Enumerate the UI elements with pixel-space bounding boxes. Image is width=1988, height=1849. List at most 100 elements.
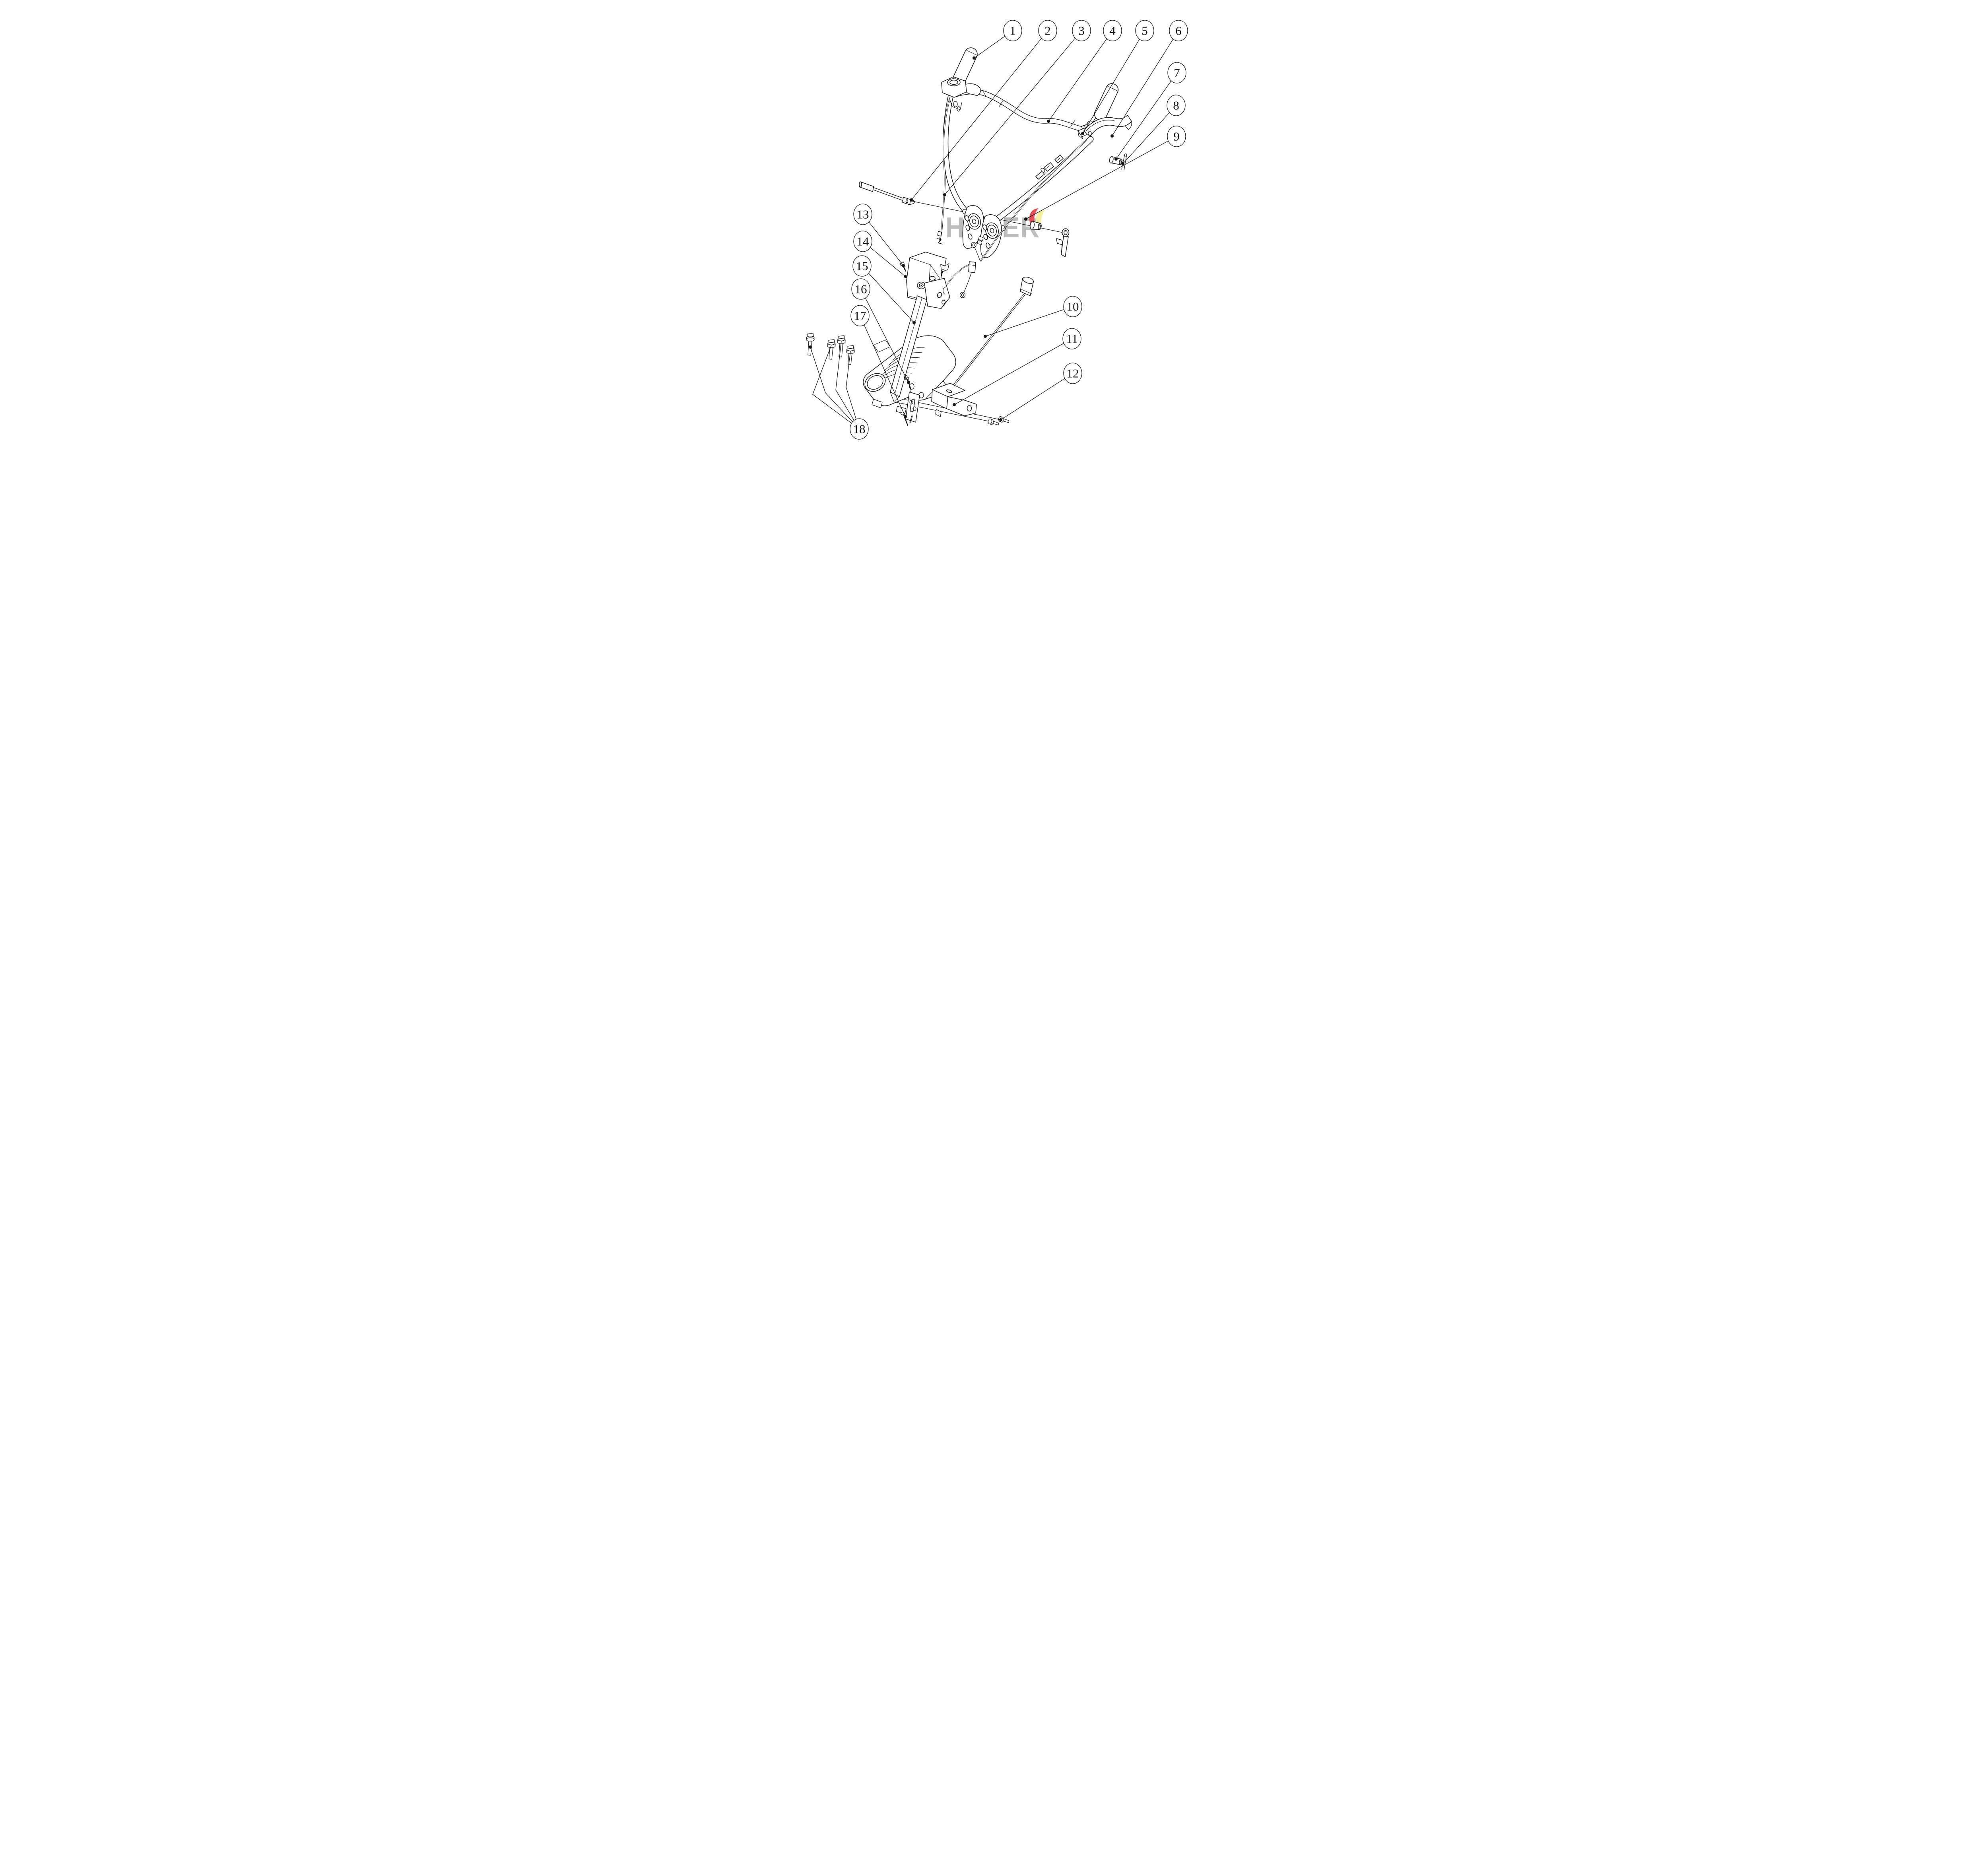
- callout-balloon: [850, 305, 870, 326]
- throttle-cable: [937, 100, 950, 244]
- callout-number: 11: [1066, 332, 1078, 346]
- callout-9: 9: [1024, 126, 1186, 221]
- leader-line: [846, 351, 860, 429]
- cable-ring-end: [971, 242, 977, 248]
- leader-line: [1116, 72, 1177, 159]
- shift-rod: [943, 277, 1034, 399]
- leader-dot: [999, 418, 1002, 421]
- callout-number: 1: [1010, 24, 1016, 38]
- leader-dot: [904, 275, 907, 278]
- leader-line: [862, 214, 904, 266]
- callout-number: 12: [1067, 367, 1079, 380]
- flange-bolt: [806, 333, 815, 356]
- cable-anchor-tab: [1056, 228, 1070, 257]
- leader-dot: [1081, 132, 1084, 135]
- throttle-lever: [965, 83, 981, 96]
- leader-line: [1000, 373, 1073, 420]
- leader-dot: [912, 321, 916, 324]
- leader-line: [985, 306, 1073, 337]
- callout-5: 5: [1081, 20, 1154, 135]
- mount-plate: [980, 214, 1002, 258]
- selector-yoke-rod: [859, 181, 915, 205]
- leader-line: [911, 30, 1048, 200]
- leader-line: [862, 266, 914, 323]
- callout-13: 13: [853, 204, 905, 267]
- leader-dot: [1024, 217, 1027, 221]
- callout-number: 18: [853, 422, 866, 436]
- callout-balloon: [1063, 363, 1082, 384]
- flange-bolt: [846, 345, 855, 365]
- callout-11: 11: [953, 328, 1081, 406]
- callout-number: 4: [1109, 24, 1116, 38]
- handlebar-mount-plates: [962, 205, 1002, 258]
- callout-17: 17: [850, 305, 907, 418]
- callout-balloon: [1062, 328, 1081, 349]
- callout-number: 5: [1142, 24, 1148, 38]
- clutch-cable: [971, 140, 1087, 262]
- z-fitting: [937, 238, 943, 244]
- flange-bolt: [827, 339, 836, 360]
- callout-14: 14: [853, 231, 907, 278]
- cover-notch: [943, 263, 949, 272]
- callout-10: 10: [984, 296, 1082, 338]
- callout-balloon: [1038, 20, 1057, 41]
- leader-line: [1112, 30, 1179, 136]
- callout-balloon: [1167, 95, 1186, 116]
- callout-number: 16: [855, 282, 867, 296]
- callout-12: 12: [999, 363, 1082, 421]
- exploded-parts-diagram: HUTER: [687, 0, 1301, 444]
- callout-balloon: [850, 418, 869, 440]
- callout-8: 8: [1121, 95, 1186, 165]
- callout-number: 3: [1078, 24, 1085, 38]
- leader-dot: [904, 415, 907, 418]
- grip-section-marks: [982, 90, 1076, 127]
- callout-balloon: [1003, 20, 1022, 41]
- shift-guide-bracket: [931, 383, 977, 417]
- mount-plate: [962, 205, 984, 249]
- throttle-control: [941, 76, 981, 112]
- leader-dot: [953, 403, 956, 406]
- leader-line: [860, 289, 909, 383]
- callout-18: 18: [809, 341, 869, 440]
- callout-number: 14: [857, 235, 870, 248]
- leader-dot: [902, 264, 905, 267]
- leader-line: [812, 345, 860, 429]
- housing-bolts: [806, 333, 855, 365]
- callout-3: 3: [943, 20, 1091, 196]
- depth-stake: [900, 375, 920, 426]
- callout-balloon: [1135, 20, 1154, 41]
- leader-dot: [1047, 120, 1050, 123]
- callout-1: 1: [973, 20, 1022, 60]
- callout-4: 4: [1047, 20, 1122, 123]
- flange-bolt: [837, 335, 846, 357]
- callout-number: 13: [857, 208, 869, 221]
- callout-number: 17: [854, 309, 866, 323]
- callout-2: 2: [910, 20, 1057, 202]
- callout-balloon: [851, 278, 870, 300]
- callout-number: 15: [856, 259, 868, 273]
- transmission-housing: [863, 335, 956, 414]
- leader-dot: [973, 56, 976, 60]
- leader-dot: [910, 198, 913, 202]
- callout-balloon: [853, 231, 872, 252]
- leader-line: [944, 30, 1082, 195]
- leader-line: [954, 338, 1072, 405]
- clevis-pin: [1109, 156, 1123, 165]
- leader-dot: [943, 193, 946, 196]
- leader-dot: [809, 345, 812, 349]
- leader-dot: [984, 335, 987, 338]
- callout-balloon: [853, 204, 872, 225]
- leader-line: [860, 315, 906, 417]
- callout-number: 7: [1174, 66, 1180, 80]
- callout-balloon: [1063, 296, 1082, 317]
- column-bracket: [924, 269, 950, 309]
- callout-number: 8: [1173, 99, 1179, 113]
- callout-number: 2: [1044, 24, 1051, 38]
- leader-dot: [1121, 162, 1124, 165]
- callout-15: 15: [852, 255, 916, 324]
- leader-line: [1122, 105, 1176, 164]
- leader-dot: [1110, 134, 1114, 138]
- callout-16: 16: [851, 278, 910, 384]
- leader-line: [810, 347, 860, 429]
- brake-lever: [1083, 115, 1132, 136]
